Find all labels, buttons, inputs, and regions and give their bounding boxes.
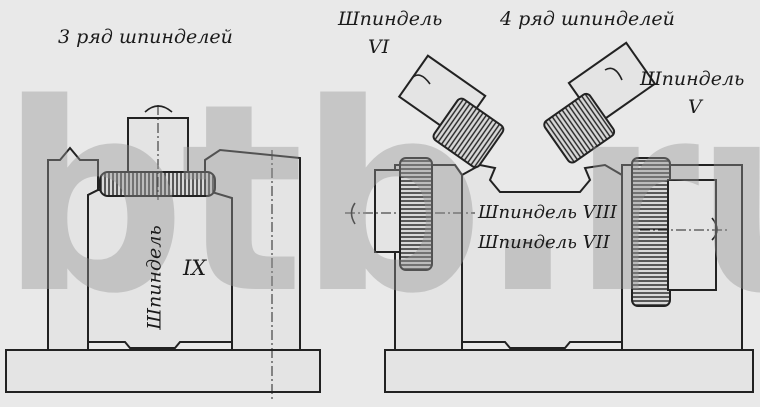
label-spindle-vii: Шпиндель VII <box>478 232 610 253</box>
label-spindle-vi-number: VI <box>368 36 390 58</box>
rotation-arrow-v-upper <box>604 67 623 81</box>
label-spindle-ix-number: IX <box>183 256 207 280</box>
label-spindle-vi-name: Шпиндель <box>338 8 443 30</box>
label-spindle-v-number: V <box>688 96 702 118</box>
watermark: btb.ru <box>0 49 760 351</box>
rotation-arrow-ix <box>144 105 173 113</box>
rotation-arrow-v <box>711 217 718 241</box>
spindle-viii-tool <box>399 157 433 271</box>
spindle-v-upper-tool <box>543 92 616 164</box>
rotation-arrow-viii <box>350 202 356 225</box>
label-row-3: 3 ряд шпинделей <box>58 26 233 48</box>
label-spindle-viii: Шпиндель VIII <box>478 202 617 223</box>
label-row-4: 4 ряд шпинделей <box>500 8 675 30</box>
right-body <box>461 163 623 349</box>
spindle-vi-tool <box>432 97 505 169</box>
label-spindle-ix-name: Шпиндель <box>143 225 166 330</box>
rotation-arrow-vi <box>411 74 431 85</box>
right-base <box>384 349 754 393</box>
label-spindle-v-name: Шпиндель <box>640 68 745 90</box>
spindle-v-housing <box>667 179 717 291</box>
left-base <box>5 349 321 393</box>
